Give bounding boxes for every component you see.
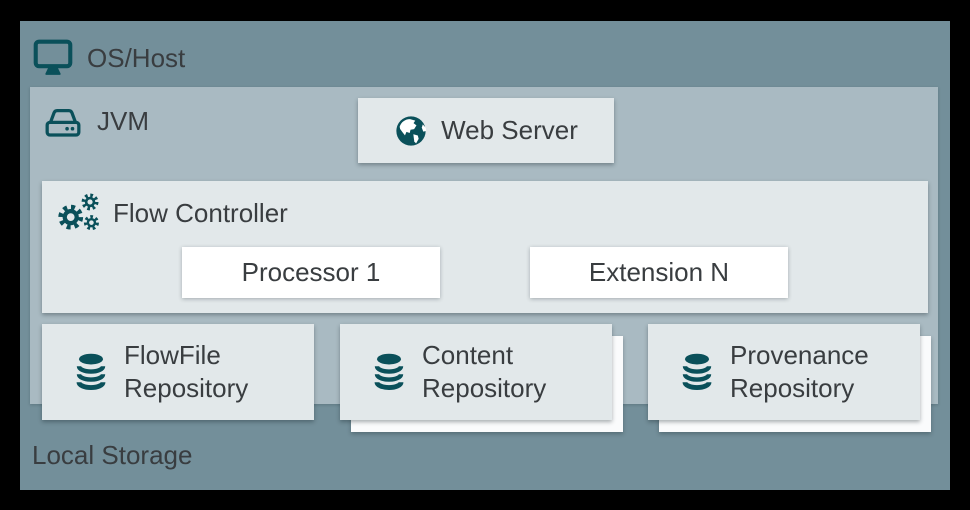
flowfile-repository-card: FlowFile Repository <box>42 324 314 420</box>
os-host-header: OS/Host <box>33 38 185 79</box>
repo-label-line1: Content <box>422 340 514 370</box>
database-icon <box>374 353 404 390</box>
content-repository-card: Content Repository <box>340 324 612 420</box>
database-icon <box>76 353 106 390</box>
os-host-zone: OS/Host JVM We <box>20 21 950 490</box>
processor-box: Processor 1 <box>182 247 440 298</box>
processor-label: Processor 1 <box>241 257 381 287</box>
extension-box: Extension N <box>530 247 788 298</box>
jvm-label: JVM <box>97 105 149 136</box>
provenance-repository-label: Provenance Repository <box>730 339 869 405</box>
extension-label: Extension N <box>588 257 730 287</box>
repo-label-line1: FlowFile <box>124 340 221 370</box>
web-server-card: Web Server <box>358 98 614 163</box>
local-storage-label: Local Storage <box>32 440 193 470</box>
web-server-label: Web Server <box>441 115 578 145</box>
repo-label-line2: Repository <box>730 373 855 403</box>
os-host-label: OS/Host <box>87 43 186 73</box>
monitor-icon <box>33 39 73 75</box>
jvm-header: JVM <box>43 102 149 140</box>
provenance-repository-card: Provenance Repository <box>648 324 920 420</box>
repo-label-line2: Repository <box>124 373 249 403</box>
flow-controller-card: Flow Controller Processor 1 Extension N <box>42 181 928 313</box>
flow-controller-header: Flow Controller <box>56 191 288 235</box>
hard-drive-icon <box>45 108 81 137</box>
content-repository-label: Content Repository <box>422 339 546 405</box>
flowfile-repository-label: FlowFile Repository <box>124 339 248 405</box>
repo-label-line1: Provenance <box>730 340 869 370</box>
flow-controller-label: Flow Controller <box>113 197 288 228</box>
gears-icon <box>58 193 99 231</box>
globe-icon <box>396 115 427 146</box>
database-icon <box>682 353 712 390</box>
repo-label-line2: Repository <box>422 373 547 403</box>
